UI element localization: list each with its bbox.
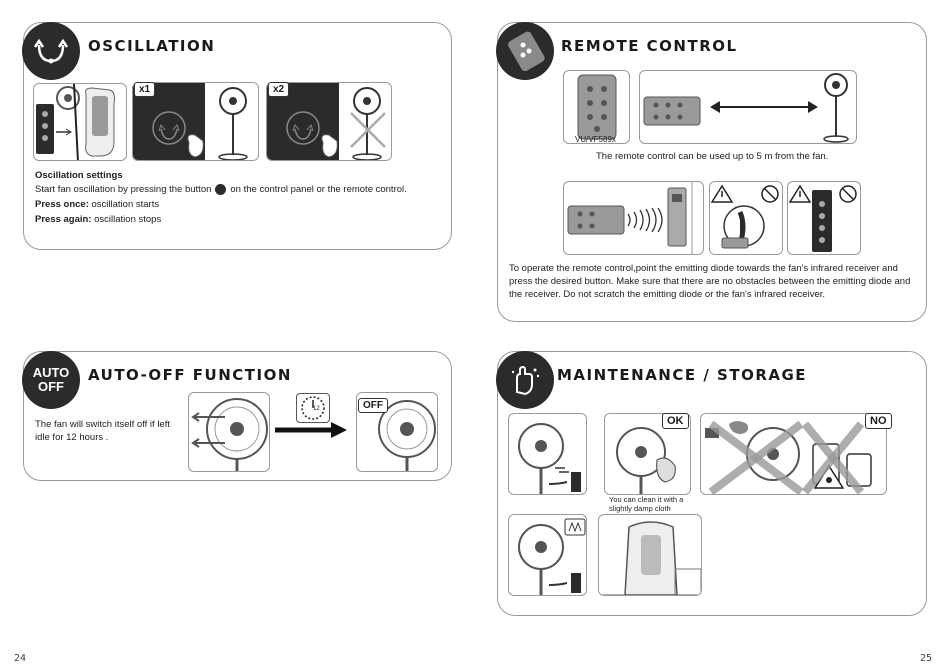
oscillation-button-icon (215, 184, 227, 195)
press-again-label: Press again: (35, 214, 92, 225)
oscillation-icon (33, 38, 69, 64)
timer-icon: 12 (296, 393, 330, 423)
auto-off-badge-line2: OFF (38, 379, 64, 394)
press-again-line: Press again: oscillation stops (35, 213, 161, 226)
instruction-end: on the control panel or the remote contr… (230, 184, 407, 195)
oscillation-illustration-panel (33, 83, 127, 161)
ok-label: OK (662, 413, 689, 429)
remote-model-label: VU/VF589x (575, 135, 616, 144)
x1-label: x1 (134, 82, 156, 97)
maintenance-badge (496, 351, 554, 409)
clean-no-panel (700, 413, 887, 495)
cleaning-caption: You can clean it with a slightly damp cl… (609, 495, 684, 513)
press-once-line: Press once: oscillation starts (35, 198, 159, 211)
unplug-panel-1 (508, 413, 587, 495)
remote-device-panel (563, 70, 630, 144)
page-number-right: 25 (919, 653, 932, 664)
timer-label: 12 (313, 406, 320, 412)
auto-off-description: The fan will switch itself off if left i… (35, 419, 170, 443)
press-once-value: oscillation starts (88, 199, 160, 210)
maintenance-title: MAINTENANCE / STORAGE (557, 366, 808, 384)
auto-off-badge-line1: AUTO (32, 365, 70, 380)
auto-off-badge: AUTO OFF (22, 351, 80, 409)
x2-label: x2 (268, 82, 290, 97)
warning-panel-1 (709, 181, 783, 255)
press-once-label: Press once: (35, 199, 89, 210)
remote-control-title: REMOTE CONTROL (561, 37, 738, 55)
auto-off-fan-panel (188, 392, 270, 472)
remote-instruction: To operate the remote control,point the … (509, 263, 911, 300)
warning-panel-2 (787, 181, 861, 255)
oscillation-settings-heading: Oscillation settings (35, 170, 123, 181)
right-arrow-icon (275, 421, 347, 439)
auto-off-title: AUTO-OFF FUNCTION (88, 366, 292, 384)
oscillation-instruction: Start fan oscillation by pressing the bu… (35, 183, 445, 196)
remote-range-text: The remote control can be used up to 5 m… (596, 151, 829, 162)
remote-icon (508, 31, 545, 71)
no-label: NO (865, 413, 892, 429)
cleaning-hand-icon (511, 365, 540, 396)
off-label: OFF (358, 398, 388, 413)
page-number-left: 24 (14, 653, 27, 664)
press-again-value: oscillation stops (91, 214, 162, 225)
oscillation-badge (22, 22, 80, 80)
instruction-start: Start fan oscillation by pressing the bu… (35, 184, 212, 195)
remote-range-panel (639, 70, 857, 144)
unplug-panel-2 (508, 514, 587, 596)
remote-aim-panel (563, 181, 704, 255)
remote-control-badge (496, 22, 554, 80)
oscillation-title: OSCILLATION (88, 37, 216, 55)
storage-panel (598, 514, 702, 596)
